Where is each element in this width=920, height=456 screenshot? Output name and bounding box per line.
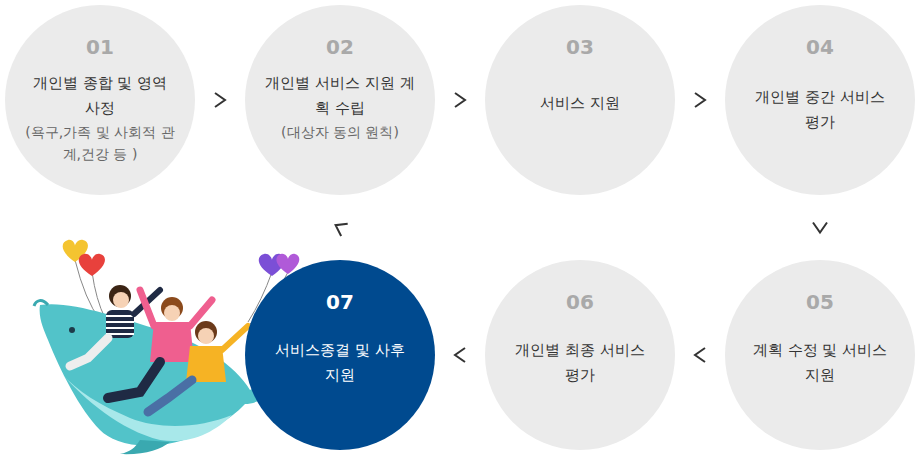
flow-connector (336, 224, 348, 236)
step-number: 03 (485, 35, 675, 59)
step-title: 계획 수정 및 서비스지원 (750, 338, 890, 388)
step-circle: 07 서비스종결 및 사후지원 (245, 260, 435, 450)
step-title: 개인별 서비스 지원 계획 수립 (265, 71, 415, 121)
flow-connector (695, 348, 705, 362)
step-title: 개인별 중간 서비스 평가 (750, 85, 890, 135)
step-body: 서비스종결 및 사후지원 (270, 338, 410, 388)
step-title: 개인별 최종 서비스 평가 (510, 338, 650, 388)
step-note: (욕구,가족 및 사회적 관계,건강 등 ) (25, 121, 175, 165)
step-body: 개인별 최종 서비스 평가 (510, 338, 650, 388)
step-circle: 03 서비스 지원 (485, 5, 675, 195)
flow-connector (813, 223, 827, 233)
step-note: (대상자 동의 원칙) (265, 121, 415, 143)
step-body: 서비스 지원 (505, 91, 655, 116)
flow-connector (215, 93, 225, 107)
step-title: 서비스종결 및 사후지원 (270, 338, 410, 388)
step-body: 계획 수정 및 서비스지원 (750, 338, 890, 388)
step-circle: 02 개인별 서비스 지원 계획 수립(대상자 동의 원칙) (245, 5, 435, 195)
step-number: 06 (485, 290, 675, 314)
step-number: 05 (725, 290, 915, 314)
step-number: 01 (5, 35, 195, 59)
step-body: 개인별 종합 및 영역 사정(욕구,가족 및 사회적 관계,건강 등 ) (25, 71, 175, 165)
step-title: 서비스 지원 (505, 91, 655, 116)
step-circle: 04 개인별 중간 서비스 평가 (725, 5, 915, 195)
step-number: 04 (725, 35, 915, 59)
step-body: 개인별 중간 서비스 평가 (750, 85, 890, 135)
step-body: 개인별 서비스 지원 계획 수립(대상자 동의 원칙) (265, 71, 415, 143)
step-title: 개인별 종합 및 영역 사정 (25, 71, 175, 121)
flow-connector (455, 348, 465, 362)
step-circle: 01 개인별 종합 및 영역 사정(욕구,가족 및 사회적 관계,건강 등 ) (5, 5, 195, 195)
flow-connector (455, 93, 465, 107)
flow-connector (695, 93, 705, 107)
step-circle: 06 개인별 최종 서비스 평가 (485, 260, 675, 450)
step-circle: 05 계획 수정 및 서비스지원 (725, 260, 915, 450)
step-number: 07 (245, 290, 435, 314)
step-number: 02 (245, 35, 435, 59)
